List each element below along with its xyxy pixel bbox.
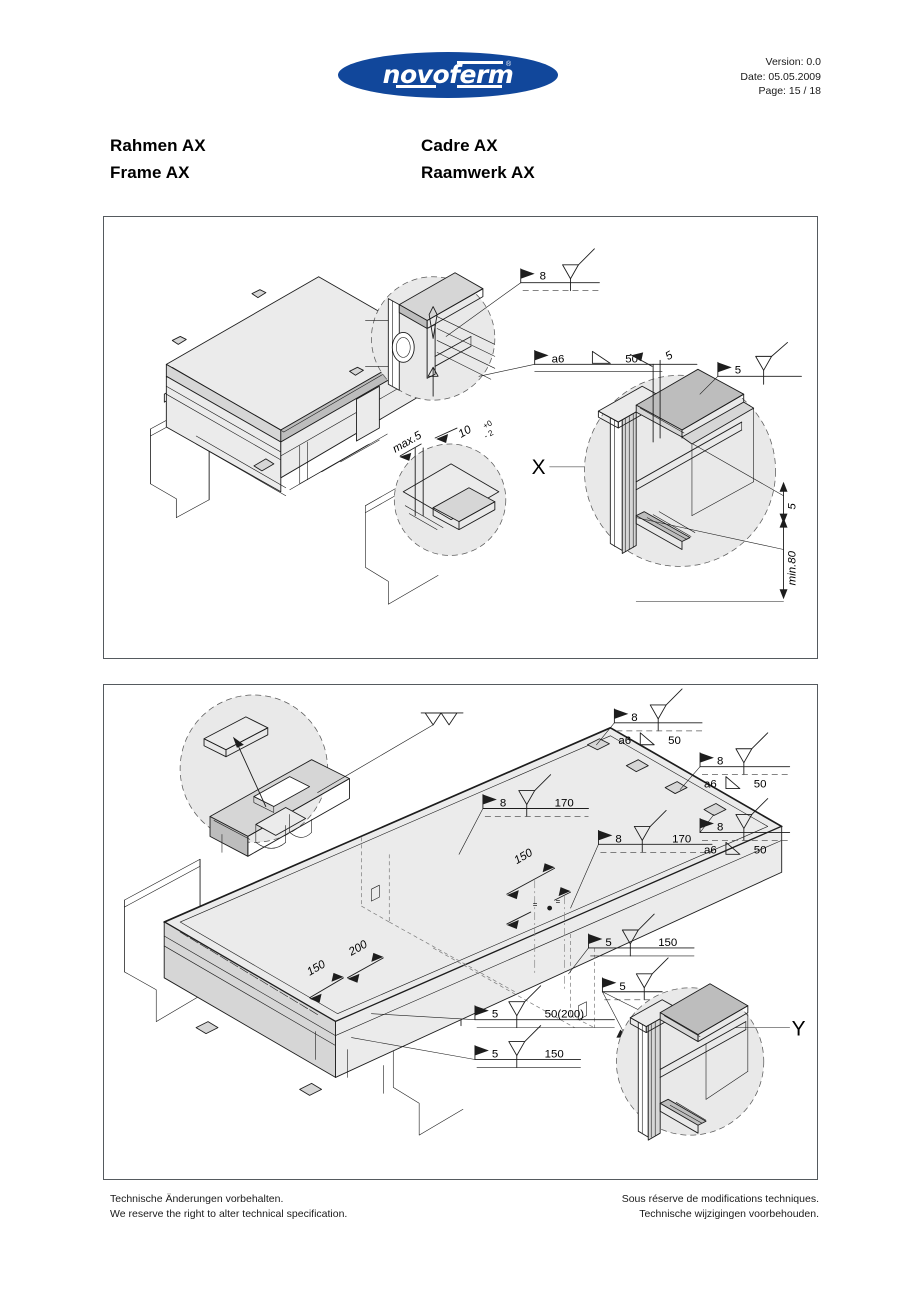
title-french: Cadre AX	[421, 136, 498, 155]
weld8-size: 5	[492, 1048, 498, 1060]
weld1-throat: a6	[618, 735, 631, 747]
dim-equal-left: =	[533, 900, 538, 909]
novoferm-logo: novoferm ®	[338, 52, 558, 98]
weld5-size: 8	[717, 821, 723, 833]
dim-5-right: 5	[786, 503, 798, 510]
weld2-pitch: 170	[555, 798, 574, 810]
logo-underline-left	[396, 85, 436, 88]
drawing-bottom-svg: 8 a6 50 8 170 8 a6 50	[124, 688, 806, 1141]
weld-callout-5-right: 5	[699, 341, 802, 395]
weld-size-8: 8	[540, 271, 546, 283]
document-meta: Version: 0.0 Date: 05.05.2009 Page: 15 /…	[740, 55, 821, 99]
title-english: Frame AX	[110, 163, 190, 182]
footer-left-text: Technische Änderungen vorbehalten. We re…	[110, 1192, 347, 1221]
weld-callout-a6-50: a6 50	[478, 349, 698, 377]
page-header: novoferm ® Version: 0.0 Date: 05.05.2009…	[0, 0, 920, 125]
weld4-pitch: 170	[672, 833, 691, 845]
weld8-pitch: 150	[545, 1048, 564, 1060]
drawing-panel-top: 8 a6 50 max.5 10 +0 - 2	[103, 216, 818, 659]
dim-5-top: 5	[664, 349, 676, 363]
logo-overline	[457, 61, 503, 64]
weld3-size: 8	[717, 756, 723, 768]
weld6-pitch: 150	[658, 937, 677, 949]
weld7-pitch: 50(200)	[545, 1009, 585, 1021]
dim-min80: min.80	[786, 550, 798, 585]
large-frame-panel	[124, 726, 783, 1136]
date-label: Date: 05.05.2009	[740, 70, 821, 83]
weld3-throat: a6	[704, 779, 717, 791]
detail-bubble-tolerance: max.5 10 +0 - 2	[391, 418, 507, 556]
logo-wordmark: novoferm	[382, 60, 514, 89]
detail-bubble-corner	[179, 694, 350, 857]
drawing-panel-bottom: 8 a6 50 8 170 8 a6 50	[103, 684, 818, 1180]
weld5-throat: a6	[704, 844, 717, 856]
weld2-size: 8	[500, 798, 506, 810]
dim-stack-right: 5 min.80	[635, 443, 798, 602]
dim-equal-right: =	[556, 897, 561, 906]
logo-ellipse-shape	[338, 52, 558, 98]
weld-callout-8-top: 8	[445, 248, 600, 337]
weld6-size: 5	[605, 937, 611, 949]
registered-mark-icon: ®	[506, 61, 512, 68]
weld-throat-a6: a6	[552, 353, 565, 365]
weld-size-5: 5	[735, 364, 741, 376]
page-label: Page: 15 / 18	[758, 85, 821, 97]
version-label: Version: 0.0	[765, 56, 821, 68]
footer-german: Technische Änderungen vorbehalten.	[110, 1193, 284, 1205]
weld3-pitch: 50	[754, 779, 767, 791]
title-block: Rahmen AX Cadre AX Frame AX Raamwerk AX	[0, 136, 920, 190]
drawing-top-svg: 8 a6 50 max.5 10 +0 - 2	[150, 248, 802, 605]
dim-10: 10	[456, 424, 474, 441]
title-german: Rahmen AX	[110, 136, 206, 155]
weld1-size: 8	[631, 712, 637, 724]
footer-french: Sous réserve de modifications techniques…	[621, 1193, 819, 1205]
title-dutch: Raamwerk AX	[421, 163, 535, 182]
footer-english: We reserve the right to alter technical …	[110, 1207, 348, 1220]
detail-label-y: Y	[792, 1018, 806, 1041]
weld9-size: 5	[619, 981, 625, 993]
detail-bubble-upper	[365, 272, 496, 401]
weld1-pitch: 50	[668, 735, 681, 747]
footer-dutch: Technische wijzigingen voorbehouden.	[639, 1207, 819, 1220]
title-row-2: Frame AX Raamwerk AX	[0, 163, 920, 190]
weld7-size: 5	[492, 1009, 498, 1021]
detail-label-x: X	[532, 456, 546, 479]
surface-finish-symbol	[317, 712, 464, 793]
title-row-1: Rahmen AX Cadre AX	[0, 136, 920, 163]
detail-marker-y: Y	[735, 1018, 806, 1041]
detail-bubble-y	[615, 983, 765, 1141]
logo-underline-right	[457, 85, 502, 88]
detail-bubble-x	[584, 368, 776, 567]
weld-callout-group: 8 a6 50 8 170 8 a6 50	[351, 688, 791, 1068]
weld4-size: 8	[615, 833, 621, 845]
footer-right-text: Sous réserve de modifications techniques…	[622, 1192, 819, 1221]
weld5-pitch: 50	[754, 844, 767, 856]
